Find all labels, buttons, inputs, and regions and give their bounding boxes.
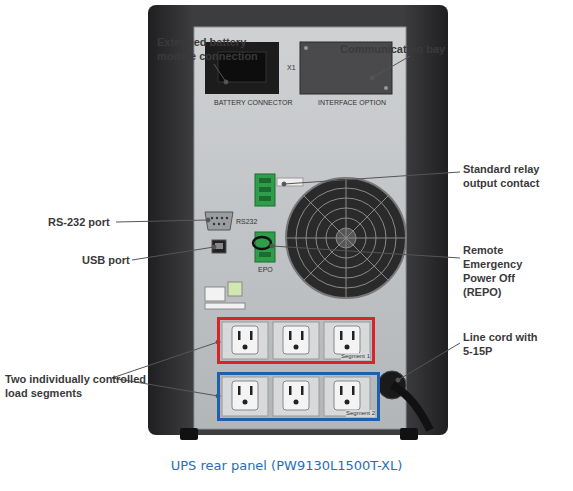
segment-label: Segment 1 bbox=[341, 353, 370, 360]
callout-label: USB port bbox=[82, 253, 132, 267]
sticker bbox=[205, 287, 225, 301]
terminal bbox=[259, 196, 271, 201]
relay-connector bbox=[255, 174, 275, 206]
terminal bbox=[259, 187, 271, 192]
sticker bbox=[228, 282, 242, 296]
line-cord bbox=[392, 385, 430, 430]
fan-spokes bbox=[286, 178, 406, 298]
callout-label: Remote Emergency Power Off (REPO) bbox=[463, 243, 553, 299]
segment-box: Segment 2 bbox=[217, 372, 380, 421]
panel-marking: INTERFACE OPTION bbox=[318, 99, 386, 107]
foot bbox=[400, 428, 418, 440]
battery-connector bbox=[205, 42, 279, 94]
relay-sticker bbox=[277, 178, 303, 186]
panel-marking: EPO bbox=[258, 266, 273, 274]
callout-label: RS-232 port bbox=[48, 215, 118, 229]
segment-label: Segment 2 bbox=[346, 410, 375, 417]
epo-jumper bbox=[253, 237, 271, 249]
panel-marking: BATTERY CONNECTOR bbox=[214, 99, 292, 107]
leader-lines bbox=[112, 56, 460, 398]
segment-box: Segment 1 bbox=[217, 317, 375, 364]
fan-grille bbox=[286, 178, 406, 298]
terminal bbox=[259, 178, 271, 183]
usb-port bbox=[212, 240, 226, 253]
callout-label: Standard relay output contact bbox=[463, 162, 563, 190]
rear-panel bbox=[194, 27, 406, 429]
callout-label: Extended battery module connection bbox=[157, 35, 279, 63]
figure-caption: UPS rear panel (PW9130L1500T-XL) bbox=[0, 458, 573, 473]
callout-label: Line cord with 5-15P bbox=[463, 330, 543, 358]
screw bbox=[304, 46, 308, 50]
screw bbox=[384, 86, 388, 90]
foot bbox=[180, 428, 198, 440]
callout-label: Two individually controlled load segment… bbox=[5, 372, 165, 400]
db9-port bbox=[205, 212, 233, 230]
outlet-row bbox=[222, 322, 370, 359]
terminal bbox=[259, 252, 271, 257]
sticker bbox=[205, 303, 245, 309]
callout-label: Communication bay bbox=[340, 42, 470, 56]
panel-marking: X1 bbox=[287, 64, 296, 72]
panel-marking: RS232 bbox=[236, 218, 257, 226]
